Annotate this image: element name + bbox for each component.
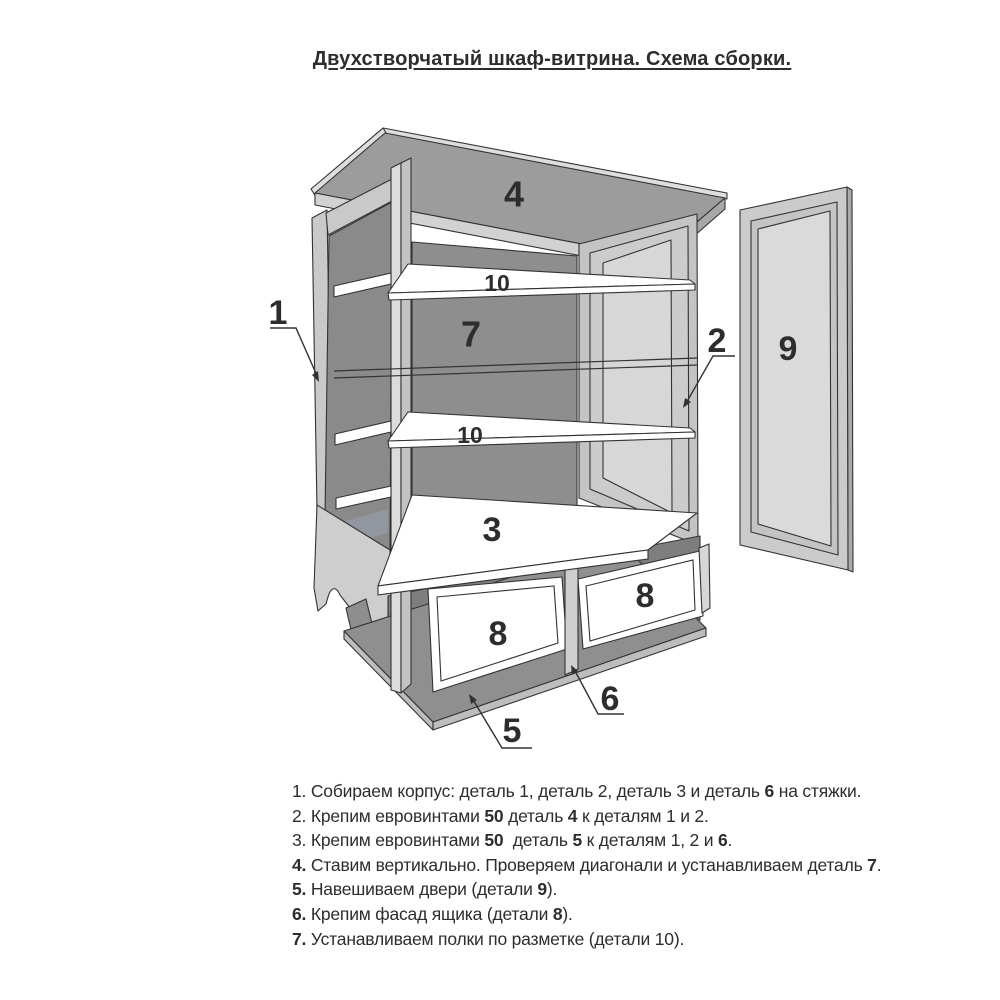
instruction-line: 3. Крепим евровинтами 50 деталь 5 к дета… xyxy=(292,830,733,851)
arrowhead-1 xyxy=(312,371,319,382)
top-panel xyxy=(310,127,728,271)
part-label-8-left: 8 xyxy=(489,615,508,653)
shelf-lower-left-band xyxy=(334,420,392,446)
part-label-1: 1 xyxy=(269,294,288,332)
part-label-10-lower: 10 xyxy=(457,422,483,448)
shelves xyxy=(333,263,698,596)
divider-panel xyxy=(564,551,579,676)
shelf-upper-thickness xyxy=(387,283,696,301)
shelf-lower-thickness xyxy=(387,431,696,449)
shelf-middle-line-top xyxy=(333,357,698,372)
page-title: Двухстворчатый шкаф-витрина. Схема сборк… xyxy=(312,48,792,70)
part-label-10-upper: 10 xyxy=(484,270,510,296)
part-label-4: 4 xyxy=(504,174,524,215)
shelf-upper-left-band xyxy=(333,272,392,298)
arrowhead-2 xyxy=(683,398,691,408)
instruction-line: 4. Ставим вертикально. Проверяем диагона… xyxy=(292,854,882,875)
instructions-list: 1. Собираем корпус: деталь 1, деталь 2, … xyxy=(292,779,882,951)
instruction-line: 5. Навешиваем двери (детали 9). xyxy=(292,879,558,900)
part-label-7: 7 xyxy=(461,314,481,355)
part-label-3: 3 xyxy=(483,511,502,549)
part-label-6: 6 xyxy=(601,680,620,718)
base-front-thickness xyxy=(432,627,707,731)
shelf-middle-line-bottom xyxy=(333,364,698,379)
instruction-line: 1. Собираем корпус: деталь 1, деталь 2, … xyxy=(292,781,862,801)
door-inner-panel xyxy=(757,210,832,547)
bottom-shelf-thickness xyxy=(377,549,649,596)
drawer-right-front xyxy=(577,550,704,650)
right-side-frame xyxy=(578,213,699,546)
leader-lines xyxy=(270,327,735,749)
drawer-zone xyxy=(343,535,711,731)
instruction-line: 2. Крепим евровинтами 50 деталь 4 к дета… xyxy=(292,805,709,826)
part-label-5: 5 xyxy=(503,712,522,750)
door-panel xyxy=(739,186,854,573)
instruction-line: 7. Устанавливаем полки по разметке (дета… xyxy=(292,928,685,949)
bottom-shelf-left-band xyxy=(335,485,392,510)
drawer-left-front-inner xyxy=(436,585,559,682)
part-label-8-right: 8 xyxy=(636,577,655,615)
part-labels: 1 2 4 10 7 9 10 3 8 8 6 5 xyxy=(269,174,798,751)
arrowhead-5 xyxy=(469,694,477,704)
arrowhead-6 xyxy=(571,665,578,675)
drawer-right-front-inner xyxy=(585,559,696,642)
leader-line-5 xyxy=(471,697,532,749)
leader-line-6 xyxy=(573,668,624,715)
part-label-2: 2 xyxy=(708,322,727,360)
leader-line-2 xyxy=(684,355,735,406)
part-label-9: 9 xyxy=(779,330,798,368)
instruction-line: 6. Крепим фасад ящика (детали 8). xyxy=(292,903,573,924)
leader-line-1 xyxy=(270,327,319,379)
right-rear-leg xyxy=(698,543,711,614)
